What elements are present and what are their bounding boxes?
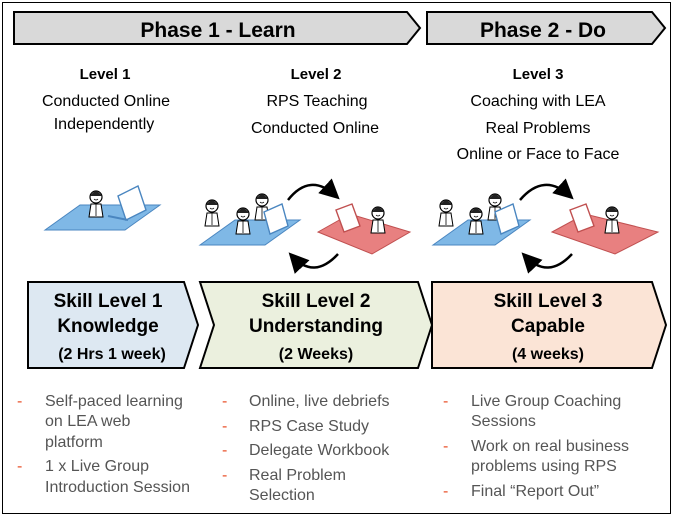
bullet-line: RPS Case Study [249, 418, 369, 435]
level-1-description: Level 1 Conducted Online Independently [42, 66, 170, 133]
level-2-line-2: Conducted Online [251, 120, 379, 137]
level-1-line-2: Independently [54, 116, 155, 133]
skill-level-3-box: Skill Level 3 Capable (4 weeks) [431, 281, 668, 369]
skill-level-2-box: Skill Level 2 Understanding (2 Weeks) [198, 281, 434, 369]
phase-2-banner: Phase 2 - Do [426, 11, 667, 45]
bullet-list-2: - Online, live debriefs - RPS Case Study… [222, 393, 390, 504]
list-item: - Real Problem Selection [222, 467, 346, 504]
bullet-marker: - [222, 393, 227, 410]
bullet-line: Introduction Session [45, 479, 190, 496]
bullet-line: Work on real business [471, 438, 629, 455]
list-item: - Self-paced learning on LEA web platfor… [17, 393, 183, 451]
phase-2-label: Phase 2 - Do [480, 19, 606, 42]
level-2-heading: Level 2 [291, 66, 342, 83]
bullet-marker: - [443, 483, 448, 500]
list-item: - RPS Case Study [222, 418, 369, 435]
diagram-frame [2, 2, 671, 514]
phase-1-label: Phase 1 - Learn [140, 19, 295, 42]
level-2-line-1: RPS Teaching [266, 93, 367, 110]
bullet-marker: - [222, 467, 227, 484]
list-item: - Live Group Coaching Sessions [443, 393, 621, 430]
level-2-illustration [198, 178, 412, 274]
level-3-line-2: Real Problems [486, 120, 591, 137]
bullet-marker: - [222, 442, 227, 459]
bullet-line: on LEA web [45, 413, 131, 430]
list-item: - 1 x Live Group Introduction Session [17, 458, 190, 496]
skill-2-title: Skill Level 2 [262, 291, 371, 312]
list-item: - Delegate Workbook [222, 442, 390, 459]
bullet-line: Final “Report Out” [471, 483, 599, 500]
skill-1-title: Skill Level 1 [54, 291, 163, 312]
bullet-list-1: - Self-paced learning on LEA web platfor… [17, 393, 190, 496]
level-1-line-1: Conducted Online [42, 93, 170, 110]
list-item: - Online, live debriefs [222, 393, 390, 410]
bullet-line: Selection [249, 487, 315, 504]
skill-3-name: Capable [511, 316, 585, 337]
level-2-description: Level 2 RPS Teaching Conducted Online [251, 66, 379, 137]
skill-2-duration: (2 Weeks) [279, 346, 353, 363]
level-1-heading: Level 1 [80, 66, 131, 83]
bullet-line: 1 x Live Group [45, 458, 149, 475]
level-3-description: Level 3 Coaching with LEA Real Problems … [457, 66, 620, 163]
level-3-line-1: Coaching with LEA [470, 93, 606, 110]
bullet-marker: - [222, 418, 227, 435]
skill-1-name: Knowledge [57, 316, 158, 337]
bullet-line: Online, live debriefs [249, 393, 390, 410]
level-3-line-3: Online or Face to Face [457, 146, 620, 163]
bullet-line: Self-paced learning [45, 393, 183, 410]
bullet-marker: - [17, 393, 22, 410]
phase-1-banner: Phase 1 - Learn [13, 11, 422, 45]
bullet-line: platform [45, 434, 103, 451]
bullet-line: problems using RPS [471, 458, 617, 475]
bullet-line: Delegate Workbook [249, 442, 390, 459]
skill-1-duration: (2 Hrs 1 week) [58, 346, 166, 363]
bullet-list-3: - Live Group Coaching Sessions - Work on… [443, 393, 629, 500]
skill-level-1-box: Skill Level 1 Knowledge (2 Hrs 1 week) [27, 281, 200, 369]
level-3-heading: Level 3 [513, 66, 564, 83]
skill-2-name: Understanding [249, 316, 383, 337]
level-3-illustration [431, 178, 660, 274]
list-item: - Final “Report Out” [443, 483, 599, 500]
bullet-marker: - [17, 458, 22, 475]
bullet-marker: - [443, 438, 448, 455]
skill-3-duration: (4 weeks) [512, 346, 584, 363]
skill-3-title: Skill Level 3 [494, 291, 603, 312]
bullet-line: Live Group Coaching [471, 393, 621, 410]
level-1-illustration [43, 185, 162, 231]
list-item: - Work on real business problems using R… [443, 438, 629, 475]
bullet-line: Real Problem [249, 467, 346, 484]
bullet-line: Sessions [471, 413, 536, 430]
bullet-marker: - [443, 393, 448, 410]
